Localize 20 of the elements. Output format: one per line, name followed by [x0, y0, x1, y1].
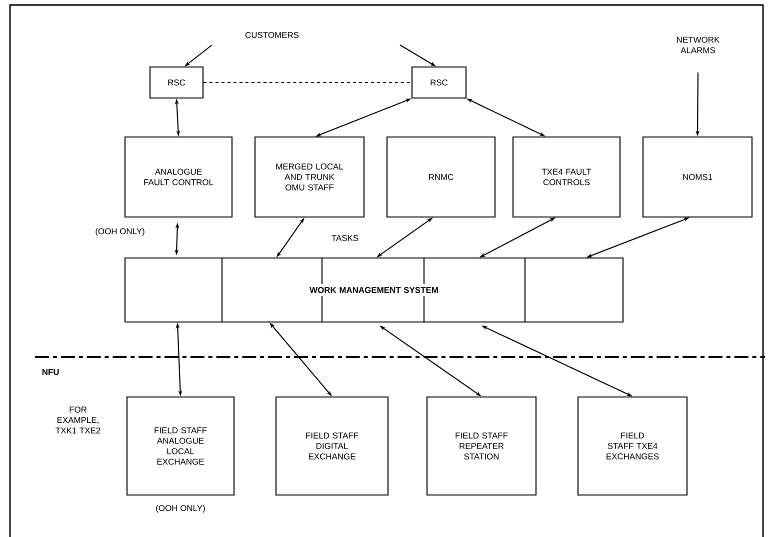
source-text: NETWORK ALARMS	[677, 36, 720, 54]
process-box: TXE4 FAULT CONTROLS	[512, 136, 621, 218]
note-text: FOR EXAMPLE, TXK1 TXE2	[56, 406, 100, 434]
edge-label: (OOH ONLY)	[94, 227, 146, 237]
section-label: NFU	[42, 369, 59, 375]
process-box: FIELD STAFF TXE4 EXCHANGES	[577, 396, 688, 496]
dashed-line	[203, 82, 412, 83]
text-label: TASKS	[332, 235, 358, 241]
process-box: FIELD STAFF DIGITAL EXCHANGE	[275, 396, 389, 496]
heading-text: CUSTOMERS	[245, 32, 299, 38]
process-box: NOMS1	[642, 136, 753, 218]
process-box: ANALOGUE FAULT CONTROL	[124, 136, 233, 218]
process-box: RSC	[149, 66, 204, 99]
caption-text: (OOH ONLY)	[156, 504, 205, 513]
process-box: RSC	[411, 66, 467, 99]
system-band: WORK MANAGEMENT SYSTEM	[124, 257, 624, 323]
process-box: MERGED LOCAL AND TRUNK OMU STAFF	[254, 136, 365, 218]
process-box: FIELD STAFF ANALOGUE LOCAL EXCHANGE	[126, 396, 235, 496]
process-box: FIELD STAFF REPEATER STATION	[426, 396, 537, 496]
process-box: RNMC	[386, 136, 496, 218]
